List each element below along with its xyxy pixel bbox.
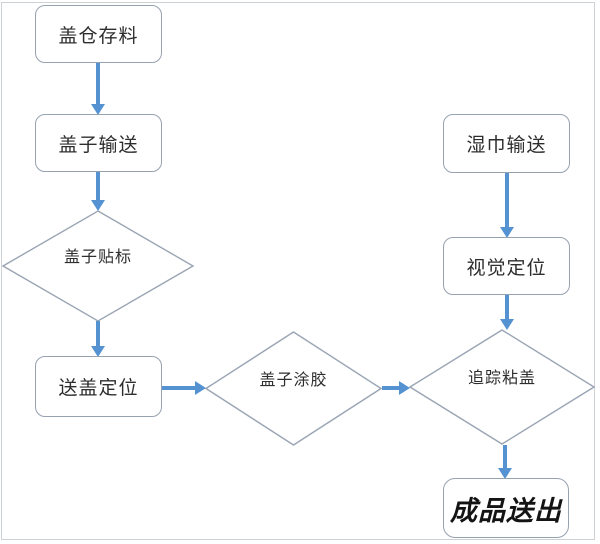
node-cap-labeling: 盖子贴标 — [2, 210, 194, 322]
node-wipes-convey: 湿巾输送 — [443, 114, 570, 173]
node-cap-positioning: 送盖定位 — [35, 356, 162, 417]
node-product-out: 成品送出 — [443, 478, 569, 538]
node-product-out-label: 成品送出 — [450, 495, 562, 527]
arrow-down-icon — [500, 173, 514, 238]
node-cap-convey: 盖子输送 — [35, 114, 162, 172]
arrow-down-icon — [498, 445, 512, 479]
node-tracking-capping: 追踪粘盖 — [409, 329, 595, 445]
diamond-shape — [409, 329, 595, 445]
diamond-shape — [205, 331, 382, 446]
node-tracking-capping-label: 追踪粘盖 — [467, 370, 537, 387]
node-cap-storage: 盖仓存料 — [35, 5, 162, 63]
node-wipes-convey-label: 湿巾输送 — [466, 135, 547, 156]
arrow-right-icon — [382, 381, 410, 395]
node-vision-positioning: 视觉定位 — [443, 237, 570, 295]
node-cap-labeling-label: 盖子贴标 — [63, 249, 133, 266]
arrow-down-icon — [500, 295, 514, 330]
node-cap-gluing-label: 盖子涂胶 — [259, 371, 328, 389]
node-cap-storage-label: 盖仓存料 — [58, 25, 139, 47]
arrow-down-icon — [91, 172, 105, 211]
arrow-right-icon — [162, 381, 206, 395]
arrow-down-icon — [91, 321, 105, 357]
arrow-down-icon — [91, 63, 105, 115]
node-cap-convey-label: 盖子输送 — [58, 134, 139, 156]
node-vision-positioning-label: 视觉定位 — [466, 257, 547, 279]
node-cap-gluing: 盖子涂胶 — [205, 331, 382, 446]
node-cap-positioning-label: 送盖定位 — [58, 378, 139, 399]
